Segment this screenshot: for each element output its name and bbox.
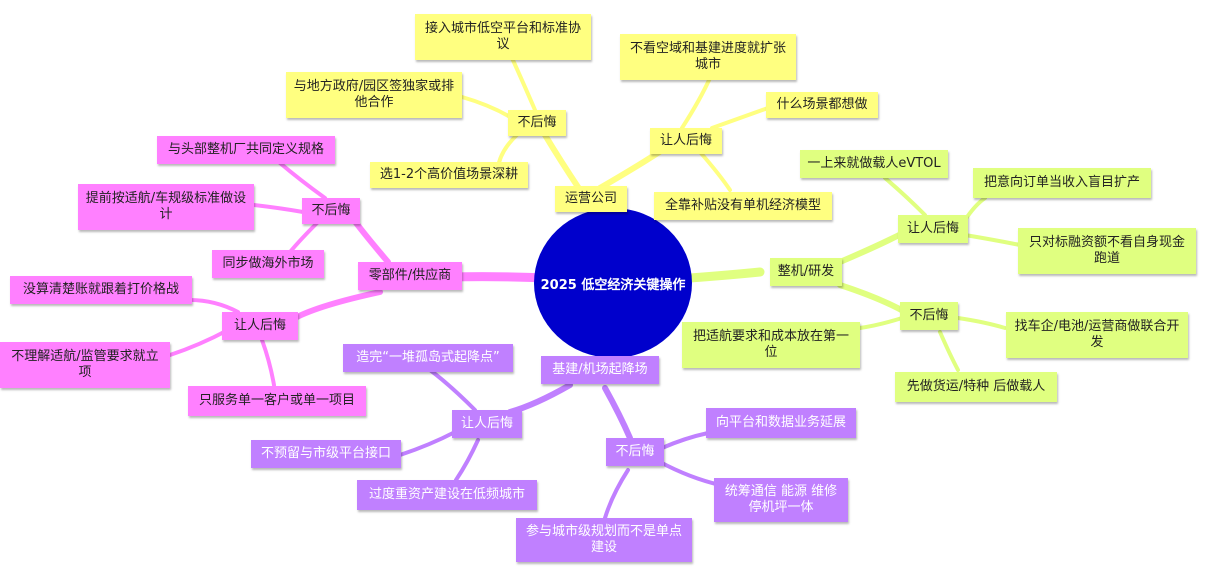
operators-regret-item-3[interactable]: 全靠补贴没有单机经济模型 [654, 192, 832, 220]
operators-no-regret[interactable]: 不后悔 [508, 110, 566, 136]
oem-no-regret[interactable]: 不后悔 [900, 302, 958, 330]
infra-no-regret-item-3[interactable]: 参与城市级规划而不是单点建设 [516, 518, 692, 562]
oem-regret-item-3[interactable]: 只对标融资额不看自身现金跑道 [1018, 228, 1196, 274]
infra-no-regret[interactable]: 不后悔 [606, 438, 664, 466]
parts-no-regret-item-2[interactable]: 提前按适航/车规级标准做设计 [78, 184, 254, 230]
operators-no-regret-item-3[interactable]: 选1-2个高价值场景深耕 [370, 162, 528, 188]
oem-regret[interactable]: 让人后悔 [898, 215, 968, 243]
infra-regret[interactable]: 让人后悔 [452, 410, 522, 438]
center-topic[interactable]: 2025 低空经济关键操作 [534, 208, 692, 358]
branch-oem[interactable]: 整机/研发 [770, 258, 842, 286]
parts-no-regret-item-1[interactable]: 与头部整机厂共同定义规格 [157, 136, 335, 164]
infra-no-regret-item-2[interactable]: 统筹通信 能源 维修停机坪一体 [714, 478, 848, 522]
oem-no-regret-item-3[interactable]: 先做货运/特种 后做载人 [895, 372, 1057, 402]
infra-regret-item-3[interactable]: 过度重资产建设在低频城市 [357, 480, 537, 510]
parts-no-regret[interactable]: 不后悔 [302, 198, 360, 224]
branch-parts[interactable]: 零部件/供应商 [358, 262, 462, 290]
infra-no-regret-item-1[interactable]: 向平台和数据业务延展 [706, 408, 856, 438]
infra-regret-item-1[interactable]: 造完“一堆孤岛式起降点” [343, 344, 513, 372]
operators-regret-item-2[interactable]: 什么场景都想做 [766, 92, 878, 118]
infra-regret-item-2[interactable]: 不预留与市级平台接口 [251, 440, 401, 468]
operators-regret[interactable]: 让人后悔 [650, 128, 722, 154]
oem-regret-item-2[interactable]: 把意向订单当收入盲目扩产 [973, 168, 1151, 198]
oem-regret-item-1[interactable]: 一上来就做载人eVTOL [800, 150, 948, 178]
branch-infra[interactable]: 基建/机场起降场 [541, 356, 659, 384]
operators-no-regret-item-1[interactable]: 接入城市低空平台和标准协议 [415, 14, 591, 60]
parts-regret-item-3[interactable]: 只服务单一客户或单一项目 [188, 386, 366, 416]
branch-operators[interactable]: 运营公司 [555, 186, 627, 212]
operators-no-regret-item-2[interactable]: 与地方政府/园区签独家或排他合作 [286, 72, 462, 118]
oem-no-regret-item-1[interactable]: 把适航要求和成本放在第一位 [682, 322, 860, 368]
parts-regret[interactable]: 让人后悔 [222, 312, 298, 340]
operators-regret-item-1[interactable]: 不看空域和基建进度就扩张城市 [620, 34, 796, 80]
parts-no-regret-item-3[interactable]: 同步做海外市场 [212, 250, 324, 278]
parts-regret-item-1[interactable]: 没算清楚账就跟着打价格战 [10, 276, 192, 304]
oem-no-regret-item-2[interactable]: 找车企/电池/运营商做联合开发 [1006, 312, 1188, 358]
parts-regret-item-2[interactable]: 不理解适航/监管要求就立项 [0, 342, 170, 388]
